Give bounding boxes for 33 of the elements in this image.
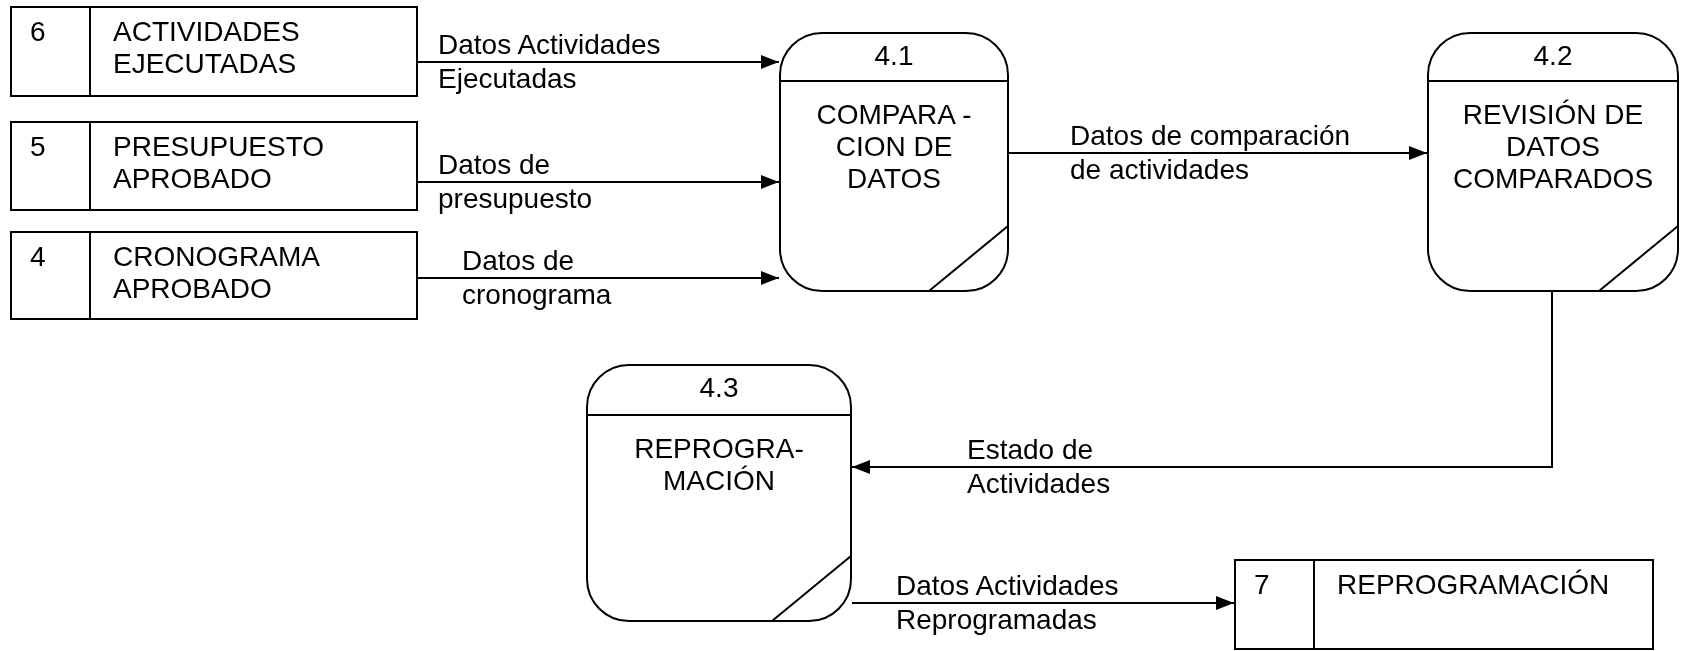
process-box: [586, 364, 852, 622]
data-store: [10, 121, 418, 211]
store-number: 4: [12, 233, 91, 318]
data-store: [10, 6, 418, 97]
edge-label: Datos de cronograma: [462, 244, 613, 312]
data-store: [1234, 559, 1654, 650]
process-box: [1427, 32, 1679, 292]
store-name: PRESUPUESTO APROBADO: [112, 130, 326, 196]
arrow: [1008, 146, 1428, 160]
edge-label: Estado de Actividades: [967, 433, 1112, 501]
process-number: 4.2: [1532, 40, 1574, 72]
edge-label: Datos de presupuesto: [438, 148, 594, 216]
process-box: [779, 32, 1009, 292]
process-name: REVISIÓN DE DATOS COMPARADOS: [1451, 99, 1655, 195]
arrow: [417, 55, 780, 69]
store-number: 7: [1236, 561, 1315, 648]
edge-label: Datos de comparación de actividades: [1070, 119, 1352, 187]
process-name: COMPARA - CION DE DATOS: [815, 99, 973, 195]
edge-label: Datos Actividades Ejecutadas: [438, 28, 662, 96]
arrow: [851, 291, 1553, 474]
process-number: 4.1: [873, 40, 915, 72]
store-name: CRONOGRAMA APROBADO: [112, 240, 320, 306]
store-number: 5: [12, 123, 91, 209]
process-number: 4.3: [698, 372, 740, 404]
store-name: ACTIVIDADES EJECUTADAS: [112, 15, 301, 81]
data-store: [10, 231, 418, 320]
arrow: [417, 175, 780, 189]
arrow: [851, 596, 1235, 610]
process-name: REPROGRA- MACIÓN: [633, 433, 805, 497]
arrow: [417, 271, 780, 285]
store-name: REPROGRAMACIÓN: [1336, 568, 1610, 602]
store-number: 6: [12, 8, 91, 95]
edge-label: Datos Actividades Reprogramadas: [896, 569, 1120, 637]
